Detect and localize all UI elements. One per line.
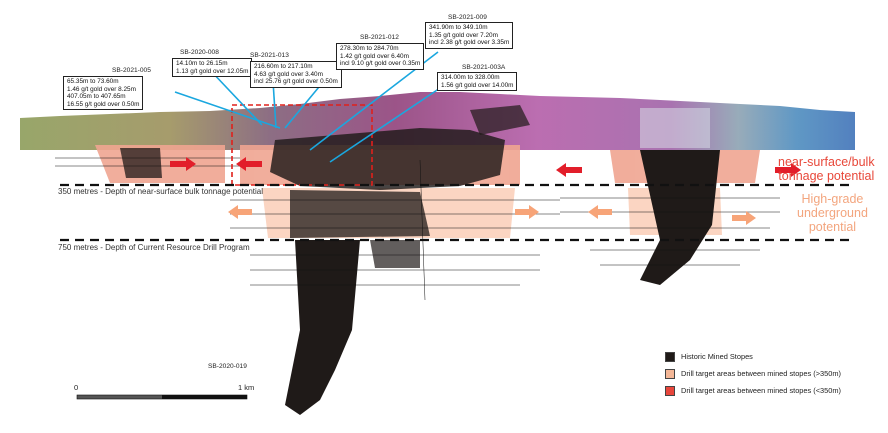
- callout-line: 65.35m to 73.60m: [67, 78, 119, 85]
- near-surface-zone-label: near-surface/bulk tonnage potential: [778, 155, 875, 183]
- legend-label: Drill target areas between mined stopes …: [681, 369, 842, 378]
- callout-line: 16.55 g/t gold over 0.50m: [67, 100, 140, 108]
- drill-id-sb-2021-013: SB-2021-013: [250, 52, 289, 59]
- drill-id-sb-2021-012: SB-2021-012: [360, 34, 399, 41]
- zone-label-line: potential: [808, 220, 857, 234]
- scale-bar: [76, 394, 248, 400]
- callout-line: 216.60m to 217.10m: [254, 63, 313, 70]
- legend-item-shallow-targets: Drill target areas between mined stopes …: [665, 382, 841, 399]
- callout-line: incl 2.38 g/t gold over 3.35m: [429, 39, 510, 47]
- callout-sb-2021-003a: 314.00m to 328.00m 1.56 g/t gold over 14…: [437, 72, 518, 92]
- callout-line: 1.46 g/t gold over 8.25m: [67, 85, 136, 93]
- drill-id-sb-2021-009: SB-2021-009: [448, 14, 487, 21]
- zone-label-line: near-surface/bulk: [778, 155, 875, 169]
- legend-item-deep-targets: Drill target areas between mined stopes …: [665, 365, 841, 382]
- callout-line: 1.13 g/t gold over 12.05m: [176, 67, 249, 75]
- orange-arrows: [228, 205, 756, 225]
- callout-line: 314.00m to 328.00m: [441, 74, 500, 81]
- callout-line: incl 25.76 g/t gold over 0.50m: [254, 78, 338, 86]
- drill-id-sb-2021-003a: SB-2021-003A: [462, 64, 506, 71]
- drill-id-sb-2020-008: SB-2020-008: [180, 49, 219, 56]
- callout-sb-2021-009: 341.90m to 349.10m 1.35 g/t gold over 7.…: [425, 22, 514, 49]
- legend-label: Drill target areas between mined stopes …: [681, 386, 842, 395]
- callout-line: 278.30m to 284.70m: [340, 45, 399, 52]
- scale-start-label: 0: [74, 383, 79, 392]
- callout-line: 407.05m to 407.65m: [67, 93, 126, 101]
- drill-id-sb-2020-019: SB-2020-019: [208, 363, 247, 370]
- red-arrows: [170, 157, 801, 177]
- legend-swatch-shallow-targets: [665, 385, 675, 396]
- legend-swatch-deep-targets: [665, 368, 675, 379]
- legend: Historic Mined Stopes Drill target areas…: [665, 348, 841, 399]
- callout-line: 341.90m to 349.10m: [429, 24, 488, 31]
- callout-line: 1.35 g/t gold over 7.20m: [429, 31, 498, 39]
- callout-line: 1.56 g/t gold over 14.00m: [441, 81, 514, 89]
- callout-line: 4.63 g/t gold over 3.40m: [254, 70, 323, 78]
- zone-label-line: underground: [797, 206, 868, 220]
- callout-sb-2020-008: 14.10m to 26.15m 1.13 g/t gold over 12.0…: [172, 58, 253, 78]
- mine-levels: [55, 157, 780, 301]
- legend-swatch-stopes: [665, 351, 675, 362]
- callout-sb-2021-012: 278.30m to 284.70m 1.42 g/t gold over 6.…: [336, 43, 425, 70]
- depth-label-350: 350 metres - Depth of near-surface bulk …: [58, 187, 264, 196]
- high-grade-zone-label: High-grade underground potential: [797, 192, 868, 234]
- bright-patch: [640, 108, 710, 148]
- zone-label-line: tonnage potential: [778, 169, 875, 183]
- callout-sb-2021-005: 65.35m to 73.60m 1.46 g/t gold over 8.25…: [63, 76, 144, 111]
- scale-end-label: 1 km: [238, 383, 255, 392]
- legend-item-stopes: Historic Mined Stopes: [665, 348, 841, 365]
- callout-sb-2021-013: 216.60m to 217.10m 4.63 g/t gold over 3.…: [250, 61, 342, 88]
- callout-line: 14.10m to 26.15m: [176, 60, 228, 67]
- callout-line: 1.42 g/t gold over 6.40m: [340, 52, 409, 60]
- callout-line: incl 9.10 g/t gold over 0.35m: [340, 60, 421, 68]
- legend-label: Historic Mined Stopes: [681, 352, 753, 361]
- zone-label-line: High-grade: [801, 192, 864, 206]
- drill-id-sb-2021-005: SB-2021-005: [112, 67, 151, 74]
- depth-label-750: 750 metres - Depth of Current Resource D…: [58, 243, 250, 252]
- historic-mined-stopes: [120, 105, 720, 415]
